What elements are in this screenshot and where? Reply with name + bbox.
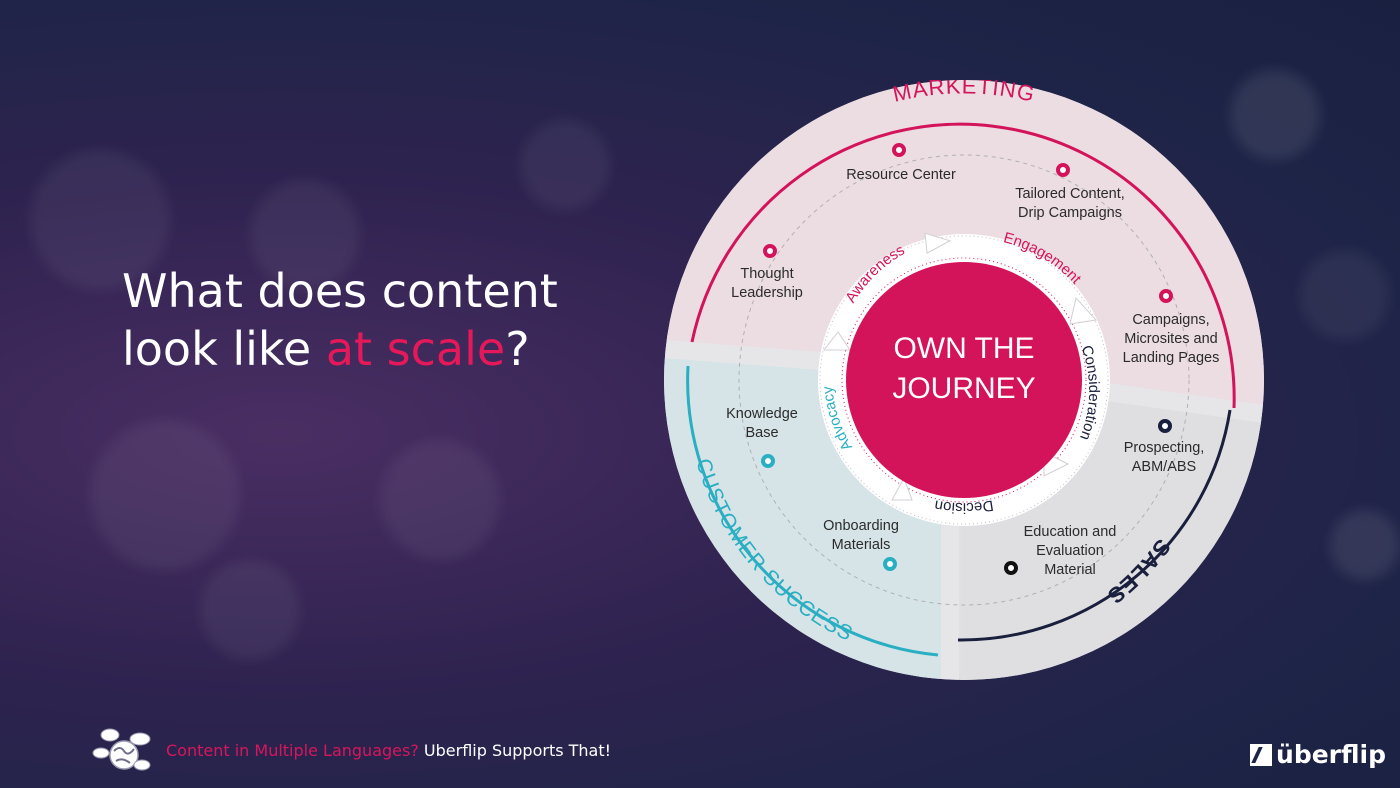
bokeh-light [1230, 70, 1320, 160]
customer-success-arc [686, 365, 939, 657]
globe-speech-bubbles-icon [92, 725, 154, 775]
item-campaigns-2: Microsites and [1124, 331, 1217, 347]
item-campaigns-3: Landing Pages [1123, 350, 1220, 366]
chevron-icon [822, 331, 851, 351]
marker-tailored-content [1056, 163, 1070, 177]
heading-suffix: ? [505, 322, 530, 376]
marker-onboarding [883, 557, 897, 571]
item-knowledge-1: Knowledge [726, 406, 798, 422]
center-line-2: JOURNEY [892, 372, 1035, 405]
marker-education [1004, 561, 1018, 575]
item-knowledge-2: Base [745, 425, 778, 441]
bokeh-light [380, 440, 500, 560]
marketing-arc [690, 122, 1236, 409]
item-campaigns-1: Campaigns, [1132, 312, 1209, 328]
page-heading: What does content look like at scale? [122, 262, 642, 378]
item-labels: Resource Center Tailored Content, Drip C… [726, 167, 1219, 578]
center-circle [846, 262, 1082, 498]
item-education-3: Material [1044, 562, 1096, 578]
item-thought-2: Leadership [731, 285, 803, 301]
bokeh-light [250, 180, 360, 290]
center-line-1: OWN THE [893, 332, 1034, 365]
heading-line-2: look like at scale? [122, 320, 642, 378]
bokeh-light [200, 560, 300, 660]
item-resource-center: Resource Center [846, 167, 956, 183]
item-prospecting-1: Prospecting, [1124, 440, 1205, 456]
marker-resource-center [892, 143, 906, 157]
content-journey-diagram: MARKETING SALES CUSTOMER SUCCESS Awarene… [664, 80, 1264, 680]
stage-ring-outer-dots [819, 235, 1109, 525]
marker-prospecting [1158, 419, 1172, 433]
heading-line-1: What does content [122, 264, 558, 318]
item-education-1: Education and [1024, 524, 1117, 540]
item-tailored-2: Drip Campaigns [1018, 205, 1122, 221]
bokeh-light [1300, 250, 1390, 340]
stage-decision: Decision [933, 496, 994, 516]
footer: Content in Multiple Languages? Uberflip … [92, 722, 611, 778]
footer-pink-text: Content in Multiple Languages? [166, 740, 419, 760]
bokeh-light [520, 120, 610, 210]
bokeh-light [90, 420, 240, 570]
marker-thought-leadership [763, 244, 777, 258]
heading-line-2-prefix: look like [122, 322, 326, 376]
bokeh-light [1330, 510, 1400, 580]
item-thought-1: Thought [740, 266, 793, 282]
sales-arc [957, 409, 1232, 642]
chevron-icon [891, 476, 913, 501]
item-onboarding-1: Onboarding [823, 518, 899, 534]
footer-white-text: Uberflip Supports That! [418, 740, 612, 760]
heading-accent: at scale [325, 322, 506, 376]
items-ring [738, 154, 1190, 606]
marker-knowledge-base [761, 454, 775, 468]
brand-name: überflip [1276, 740, 1386, 769]
uberflip-mark-icon [1250, 743, 1273, 766]
item-onboarding-2: Materials [832, 537, 891, 553]
item-education-2: Evaluation [1036, 543, 1104, 559]
footer-text: Content in Multiple Languages? Uberflip … [166, 741, 611, 760]
stage-ring-inner-dots [841, 257, 1087, 503]
diagram-disc [664, 80, 1264, 680]
marker-campaigns [1159, 289, 1173, 303]
item-prospecting-2: ABM/ABS [1132, 459, 1196, 475]
chevron-icon [924, 232, 952, 254]
brand-logo: überflip [1250, 740, 1386, 769]
item-tailored-1: Tailored Content, [1015, 186, 1125, 202]
bokeh-light [30, 150, 170, 290]
chevron-icon [1069, 296, 1097, 325]
